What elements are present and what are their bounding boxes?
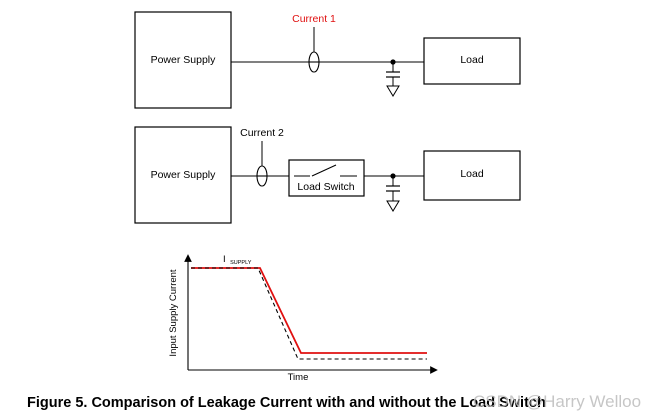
current-1-label: Current 1 — [292, 13, 336, 25]
power-supply-box-top — [134, 11, 232, 109]
switch-icon — [311, 164, 337, 177]
current-2-label: Current 2 — [240, 127, 284, 139]
isupply-subscript: SUPPLY — [230, 260, 252, 266]
circuit-with-load-switch: Power Supply Current 2 Load Switch Load — [134, 126, 521, 224]
power-supply-label-top: Power Supply — [151, 54, 217, 66]
load-label-top: Load — [460, 54, 484, 66]
series-without-load-switch — [191, 267, 427, 360]
load-switch-box — [288, 159, 365, 197]
load-switch-label: Load Switch — [297, 181, 354, 193]
power-supply-label-middle: Power Supply — [151, 169, 217, 181]
x-axis-label: Time — [288, 372, 309, 383]
load-box-middle — [423, 150, 521, 201]
power-supply-box-middle — [134, 126, 232, 224]
ground-icon-top — [386, 85, 400, 97]
series-with-load-switch — [191, 267, 427, 354]
load-box-top — [423, 37, 521, 85]
load-label-middle: Load — [460, 168, 484, 180]
figure-caption: Figure 5. Comparison of Leakage Current … — [27, 395, 546, 411]
supply-current-graph: Input Supply Current Time I SUPPLY — [168, 249, 438, 383]
ground-icon-middle — [386, 200, 400, 212]
watermark: CSDN @Harry Welloo — [473, 392, 641, 411]
circuit-without-load-switch: Power Supply Current 1 Load — [134, 11, 521, 109]
isupply-label: I SUPPLY — [223, 249, 252, 266]
y-axis-label: Input Supply Current — [168, 269, 179, 356]
isupply-main: I — [223, 254, 226, 265]
